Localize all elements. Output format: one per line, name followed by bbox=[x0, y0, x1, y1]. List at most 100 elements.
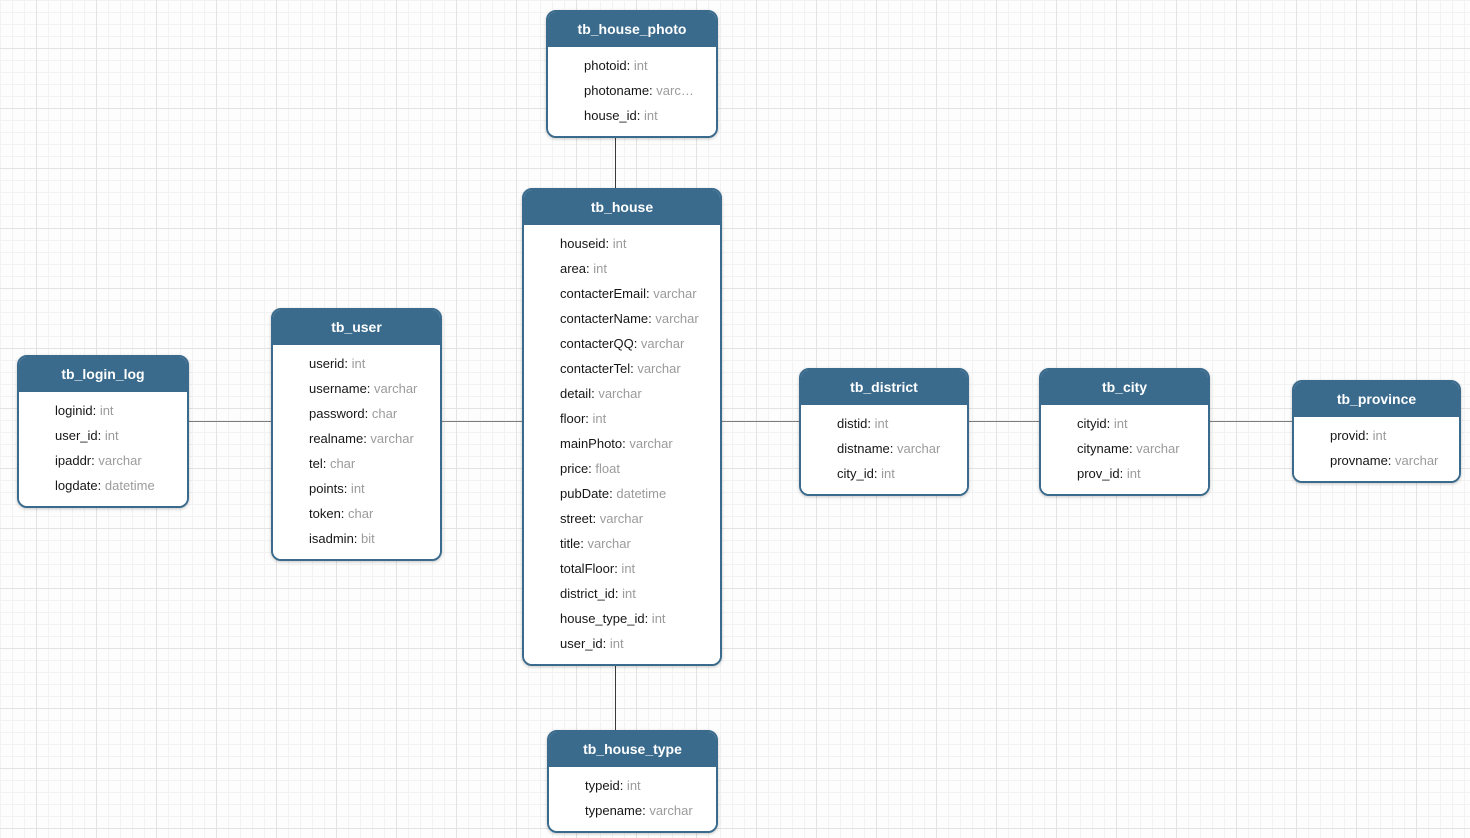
field-row[interactable]: prov_id: int bbox=[1041, 461, 1208, 486]
field-name: photoid: bbox=[584, 58, 631, 73]
field-type: char bbox=[344, 506, 374, 521]
field-row[interactable]: mainPhoto: varchar bbox=[524, 431, 720, 456]
field-row[interactable]: title: varchar bbox=[524, 531, 720, 556]
field-type: int bbox=[640, 108, 658, 123]
field-row[interactable]: tel: char bbox=[273, 451, 440, 476]
field-name: house_id: bbox=[584, 108, 641, 123]
field-name: contacterEmail: bbox=[560, 286, 650, 301]
field-name: floor: bbox=[560, 411, 589, 426]
field-row[interactable]: user_id: int bbox=[524, 631, 720, 656]
field-row[interactable]: loginid: int bbox=[19, 398, 187, 423]
field-type: int bbox=[589, 261, 607, 276]
field-row[interactable]: contacterTel: varchar bbox=[524, 356, 720, 381]
field-name: pubDate: bbox=[560, 486, 613, 501]
field-row[interactable]: logdate: datetime bbox=[19, 473, 187, 498]
field-type: char bbox=[326, 456, 356, 471]
entity-title-tb-district[interactable]: tb_district bbox=[801, 370, 967, 405]
field-row[interactable]: ipaddr: varchar bbox=[19, 448, 187, 473]
field-name: realname: bbox=[309, 431, 367, 446]
field-name: area: bbox=[560, 261, 590, 276]
entity-title-tb-house[interactable]: tb_house bbox=[524, 190, 720, 225]
field-type: int bbox=[347, 481, 365, 496]
field-name: userid: bbox=[309, 356, 349, 371]
entity-title-tb-province[interactable]: tb_province bbox=[1294, 382, 1459, 417]
field-row[interactable]: isadmin: bit bbox=[273, 526, 440, 551]
field-type: datetime bbox=[612, 486, 667, 501]
entity-title-tb-house-type[interactable]: tb_house_type bbox=[549, 732, 716, 767]
field-row[interactable]: provid: int bbox=[1294, 423, 1459, 448]
field-row[interactable]: typename: varchar bbox=[549, 798, 716, 823]
field-name: photoname: bbox=[584, 83, 653, 98]
field-row[interactable]: district_id: int bbox=[524, 581, 720, 606]
field-row[interactable]: contacterEmail: varchar bbox=[524, 281, 720, 306]
field-row[interactable]: userid: int bbox=[273, 351, 440, 376]
field-row[interactable]: cityid: int bbox=[1041, 411, 1208, 436]
field-name: city_id: bbox=[837, 466, 878, 481]
field-name: detail: bbox=[560, 386, 595, 401]
field-row[interactable]: price: float bbox=[524, 456, 720, 481]
field-name: user_id: bbox=[55, 428, 102, 443]
field-row[interactable]: realname: varchar bbox=[273, 426, 440, 451]
field-row[interactable]: cityname: varchar bbox=[1041, 436, 1208, 461]
entity-title-tb-login-log[interactable]: tb_login_log bbox=[19, 357, 187, 392]
field-name: street: bbox=[560, 511, 597, 526]
field-row[interactable]: city_id: int bbox=[801, 461, 967, 486]
field-type: varchar bbox=[366, 431, 414, 446]
field-row[interactable]: photoid: int bbox=[548, 53, 716, 78]
field-row[interactable]: distname: varchar bbox=[801, 436, 967, 461]
entity-title-tb-city[interactable]: tb_city bbox=[1041, 370, 1208, 405]
field-name: points: bbox=[309, 481, 348, 496]
field-name: district_id: bbox=[560, 586, 619, 601]
field-row[interactable]: username: varchar bbox=[273, 376, 440, 401]
field-row[interactable]: house_id: int bbox=[548, 103, 716, 128]
field-name: token: bbox=[309, 506, 345, 521]
field-row[interactable]: houseid: int bbox=[524, 231, 720, 256]
field-name: contacterQQ: bbox=[560, 336, 638, 351]
field-row[interactable]: house_type_id: int bbox=[524, 606, 720, 631]
field-name: tel: bbox=[309, 456, 327, 471]
field-type: varchar bbox=[370, 381, 418, 396]
field-name: username: bbox=[309, 381, 371, 396]
field-row[interactable]: contacterQQ: varchar bbox=[524, 331, 720, 356]
field-row[interactable]: distid: int bbox=[801, 411, 967, 436]
field-name: house_type_id: bbox=[560, 611, 649, 626]
field-row[interactable]: password: char bbox=[273, 401, 440, 426]
entity-title-tb-house-photo[interactable]: tb_house_photo bbox=[548, 12, 716, 47]
field-row[interactable]: detail: varchar bbox=[524, 381, 720, 406]
field-row[interactable]: floor: int bbox=[524, 406, 720, 431]
field-row[interactable]: token: char bbox=[273, 501, 440, 526]
field-type: int bbox=[618, 586, 636, 601]
entity-title-tb-user[interactable]: tb_user bbox=[273, 310, 440, 345]
field-type: int bbox=[630, 58, 648, 73]
field-name: user_id: bbox=[560, 636, 607, 651]
field-row[interactable]: contacterName: varchar bbox=[524, 306, 720, 331]
field-row[interactable]: totalFloor: int bbox=[524, 556, 720, 581]
field-row[interactable]: provname: varchar bbox=[1294, 448, 1459, 473]
field-row[interactable]: typeid: int bbox=[549, 773, 716, 798]
field-name: provid: bbox=[1330, 428, 1370, 443]
field-type: int bbox=[609, 236, 627, 251]
field-row[interactable]: street: varchar bbox=[524, 506, 720, 531]
field-row[interactable]: user_id: int bbox=[19, 423, 187, 448]
field-type: int bbox=[606, 636, 624, 651]
field-row[interactable]: area: int bbox=[524, 256, 720, 281]
field-row[interactable]: points: int bbox=[273, 476, 440, 501]
field-row[interactable]: pubDate: datetime bbox=[524, 481, 720, 506]
field-row[interactable]: photoname: varc… bbox=[548, 78, 716, 103]
field-type: varchar bbox=[625, 436, 673, 451]
